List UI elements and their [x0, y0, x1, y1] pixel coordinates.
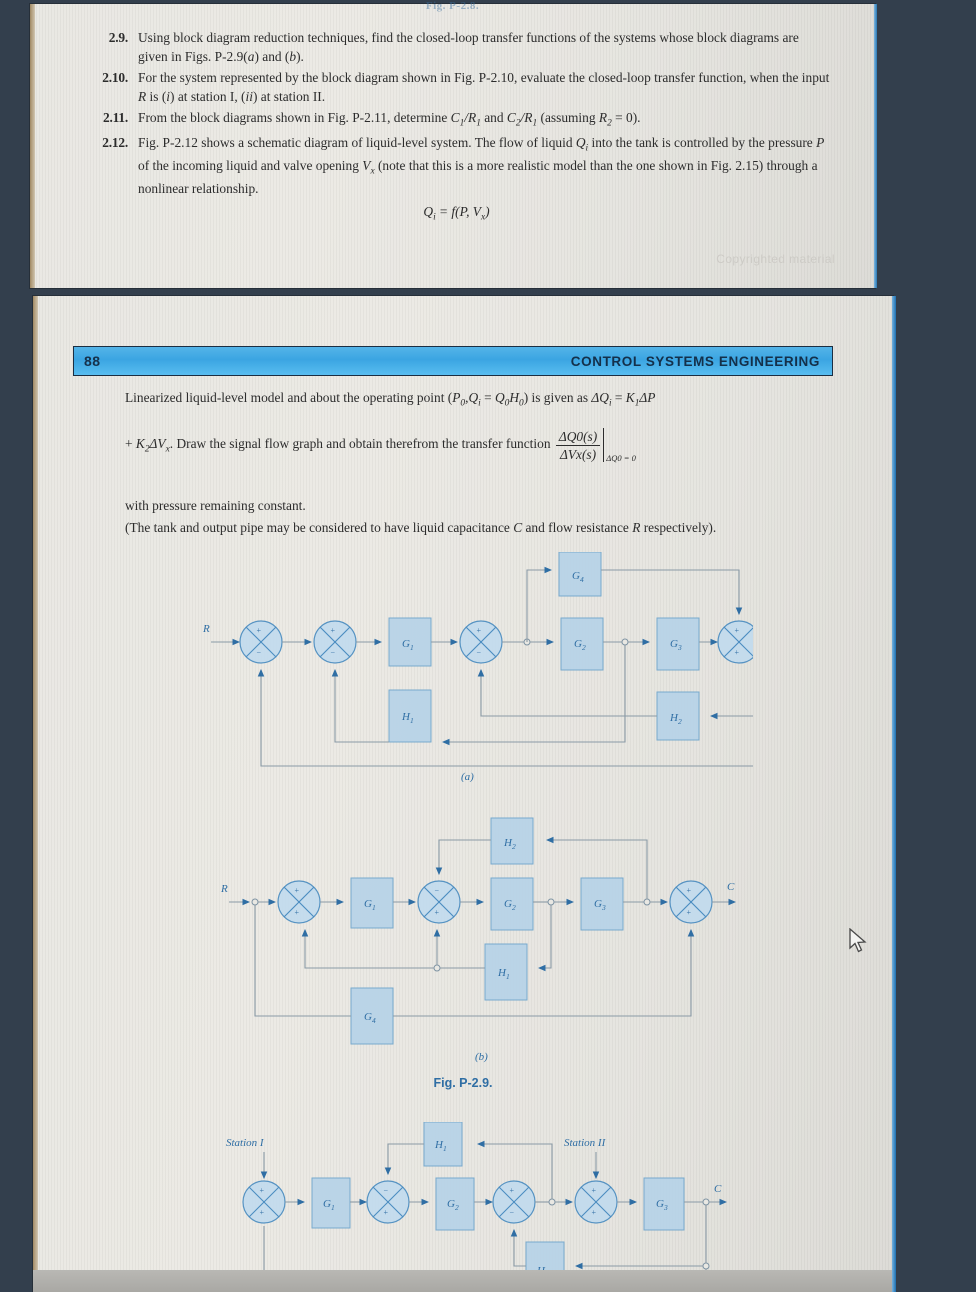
- svg-text:+: +: [383, 1208, 388, 1217]
- paragraph-tank-note: (The tank and output pipe may be conside…: [125, 520, 717, 535]
- station-1-label: Station I: [226, 1137, 265, 1149]
- svg-text:−: −: [383, 1186, 388, 1195]
- diagram-b-caption: (b): [475, 1051, 488, 1063]
- running-header-bar: 88 CONTROL SYSTEMS ENGINEERING: [73, 346, 833, 376]
- diagram-a-input-label: R: [202, 623, 210, 635]
- svg-text:+: +: [686, 908, 691, 917]
- problem-text: From the block diagrams shown in Fig. P-…: [138, 110, 641, 129]
- diagram-b-output-label: C: [727, 881, 735, 893]
- block-label-G1: G1: [402, 638, 414, 652]
- svg-text:+: +: [509, 1186, 514, 1195]
- block-label-c-G1: G1: [323, 1198, 335, 1212]
- top-page-panel: Fig. P-2.8. 2.9. Using block diagram red…: [30, 0, 877, 288]
- evaluation-suffix: ΔQ0 = 0: [606, 453, 636, 464]
- station-2-label: Station II: [564, 1137, 607, 1149]
- block-label-G4: G4: [572, 570, 584, 584]
- block-label-b-G2: G2: [504, 898, 516, 912]
- svg-text:+: +: [256, 626, 261, 635]
- problem-text: Using block diagram reduction techniques…: [138, 30, 799, 65]
- svg-text:−: −: [476, 648, 481, 657]
- transfer-function-fraction: ΔQ0(s) ΔVx(s): [555, 429, 601, 462]
- svg-text:+: +: [734, 648, 739, 657]
- svg-text:+: +: [476, 626, 481, 635]
- block-label-G2: G2: [574, 638, 586, 652]
- problem-list: 2.9. Using block diagram reduction techn…: [82, 28, 831, 223]
- svg-text:−: −: [434, 886, 439, 895]
- block-label-c-G2: G2: [447, 1198, 459, 1212]
- block-label-c-G3: G3: [656, 1198, 668, 1212]
- faint-figure-caption: Fig. P-2.8.: [425, 0, 480, 12]
- diagram-a-caption: (a): [461, 771, 474, 782]
- block-label-b-G1: G1: [364, 898, 376, 912]
- problem-number: 2.11.: [102, 110, 128, 126]
- problem-text: For the system represented by the block …: [138, 70, 830, 105]
- block-label-G3: G3: [670, 638, 682, 652]
- svg-text:+: +: [259, 1186, 264, 1195]
- svg-text:+: +: [259, 1208, 264, 1217]
- book-title: CONTROL SYSTEMS ENGINEERING: [570, 353, 820, 369]
- block-label-b-G3: G3: [594, 898, 606, 912]
- paragraph-linearized-model: Linearized liquid-level model and about …: [125, 390, 656, 409]
- svg-text:+: +: [591, 1186, 596, 1195]
- bottom-page-panel: 88 CONTROL SYSTEMS ENGINEERING Linearize…: [33, 296, 896, 1292]
- evaluation-bar: ΔQ0 = 0: [603, 428, 636, 463]
- fraction-numerator: ΔQ0(s): [555, 429, 601, 446]
- paragraph-pressure-constant: with pressure remaining constant.: [125, 498, 306, 513]
- page-spine-shadow: [30, 4, 35, 288]
- figure-label-text: Fig. P-2.9.: [433, 1076, 493, 1090]
- block-diagram-b: R ++ G1 −+ G2 G3 ++ C H: [220, 817, 737, 1063]
- svg-text:+: +: [591, 1208, 596, 1217]
- svg-text:−: −: [256, 648, 261, 657]
- block-diagram-a: +− +− G1 +− G2 G3 ++ R C G4: [202, 552, 753, 782]
- fraction-denominator: ΔVx(s): [559, 446, 597, 462]
- diagram-b-input-label: R: [220, 883, 228, 895]
- copyright-notice: Copyrighted material: [716, 252, 835, 266]
- problem-number: 2.12.: [102, 135, 128, 151]
- svg-text:+: +: [294, 886, 299, 895]
- desk-surface-strip: [33, 1270, 893, 1292]
- svg-text:−: −: [509, 1208, 514, 1217]
- problem-item: 2.10. For the system represented by the …: [82, 68, 831, 106]
- svg-text:+: +: [330, 626, 335, 635]
- problem-item: 2.11. From the block diagrams shown in F…: [82, 108, 831, 131]
- svg-text:−: −: [330, 648, 335, 657]
- block-label-b-G4: G4: [364, 1011, 376, 1025]
- equation-line: Qi = f(P, Vx): [423, 204, 490, 223]
- diagram-c-output-label: C: [714, 1183, 722, 1195]
- svg-text:+: +: [434, 908, 439, 917]
- problem-item: 2.12. Fig. P-2.12 shows a schematic diag…: [82, 133, 831, 198]
- problem-text: Fig. P-2.12 shows a schematic diagram of…: [138, 135, 825, 197]
- page-number: 88: [84, 353, 101, 369]
- block-diagram-c: Station I + + G1 − + G2 + − + + Station II: [226, 1122, 728, 1292]
- paragraph-transfer-function: + K2ΔVx. Draw the signal flow graph and …: [125, 428, 636, 464]
- problem-number: 2.9.: [108, 30, 128, 45]
- problem-item: 2.9. Using block diagram reduction techn…: [82, 28, 831, 66]
- page-spine-shadow: [33, 296, 38, 1292]
- problem-number: 2.10.: [102, 70, 128, 86]
- svg-text:+: +: [294, 908, 299, 917]
- svg-text:+: +: [686, 886, 691, 895]
- svg-text:+: +: [734, 626, 739, 635]
- figure-label-p29: Fig. P-2.9.: [33, 1074, 893, 1092]
